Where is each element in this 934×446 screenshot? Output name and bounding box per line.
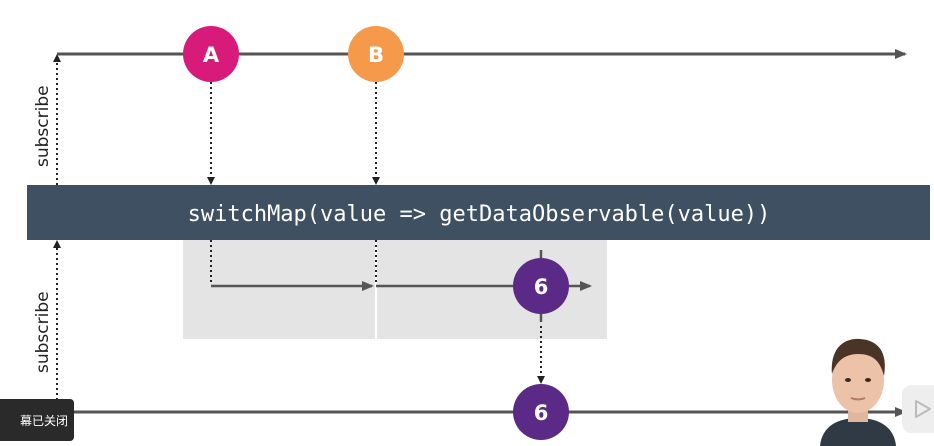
marble-b-label: B bbox=[368, 43, 384, 67]
play-icon bbox=[915, 400, 931, 418]
subtitle-toast: 幕已关闭 bbox=[0, 399, 74, 441]
operator-bar bbox=[27, 185, 930, 240]
operator-label: switchMap(value => getDataObservable(val… bbox=[188, 202, 771, 227]
presenter-webcam bbox=[812, 330, 904, 446]
output-marble-6-label: 6 bbox=[534, 401, 549, 425]
output-marble-6-circle bbox=[513, 384, 569, 440]
inner-marble-6-label: 6 bbox=[534, 275, 549, 299]
play-button[interactable] bbox=[902, 385, 934, 433]
marble-a-circle bbox=[183, 26, 239, 82]
inner-marble-6: 6 bbox=[513, 258, 569, 314]
marble-b-circle bbox=[348, 26, 404, 82]
subscribe-label-top: subscribe bbox=[33, 85, 53, 167]
marble-a: A bbox=[183, 26, 239, 82]
subtitle-toast-text: 幕已关闭 bbox=[19, 413, 68, 428]
inner-marble-6-circle bbox=[513, 258, 569, 314]
subscribe-label-bottom: subscribe bbox=[33, 291, 53, 373]
marble-b: B bbox=[348, 26, 404, 82]
inner-observable-panel-right bbox=[377, 239, 607, 339]
output-marble-6: 6 bbox=[513, 384, 569, 440]
inner-observable-panel-left bbox=[183, 239, 375, 339]
presenter-avatar bbox=[820, 338, 896, 446]
marble-a-label: A bbox=[203, 43, 220, 67]
